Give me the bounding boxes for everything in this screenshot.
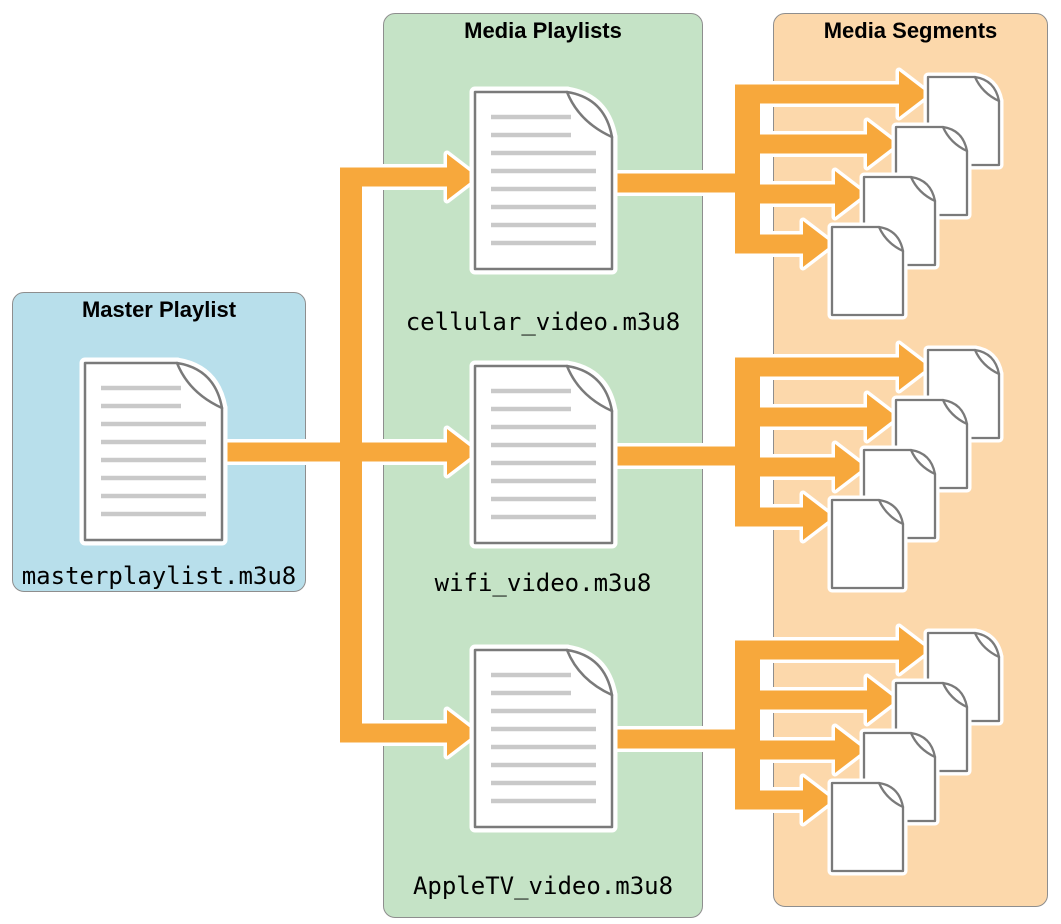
media-playlists-title: Media Playlists (464, 18, 622, 43)
media-playlists-panel (383, 13, 703, 918)
master-playlist-panel (12, 292, 306, 592)
cellular-file-label: cellular_video.m3u8 (405, 308, 681, 336)
media-segments-panel (773, 13, 1048, 907)
master-playlist-title: Master Playlist (81, 297, 237, 322)
media-segments-title: Media Segments (823, 18, 998, 43)
master-file-label: masterplaylist.m3u8 (21, 562, 297, 590)
wifi-file-label: wifi_video.m3u8 (434, 569, 652, 597)
appletv-file-label: AppleTV_video.m3u8 (412, 872, 674, 900)
